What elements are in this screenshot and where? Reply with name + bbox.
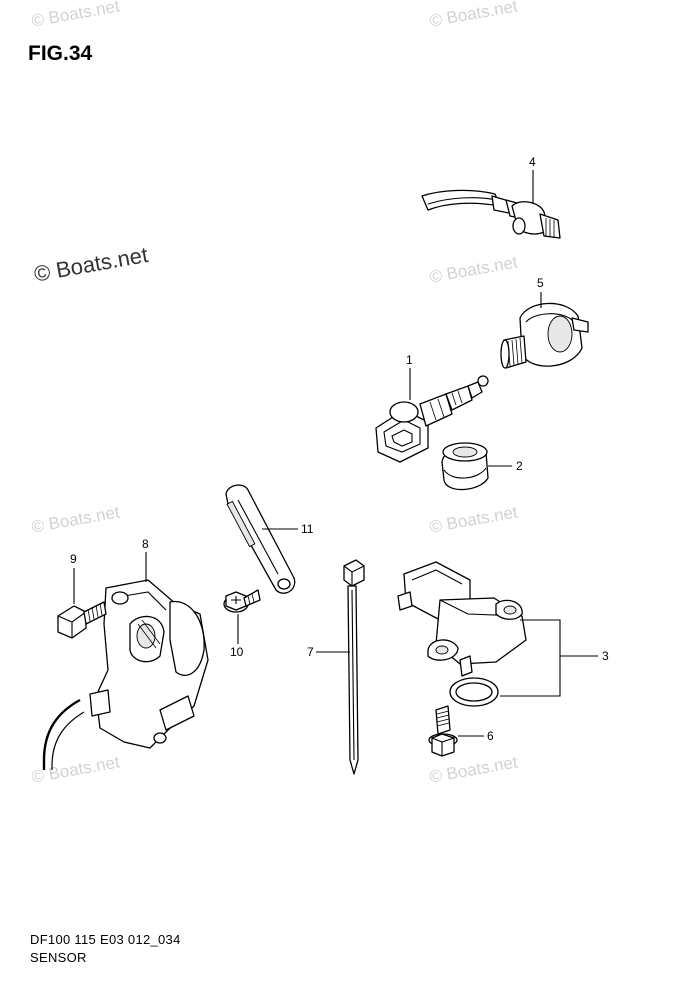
callout-1: 1 bbox=[406, 353, 413, 367]
callout-6: 6 bbox=[487, 729, 494, 743]
part-2-grommet[interactable] bbox=[441, 442, 489, 491]
part-7-cable-tie[interactable] bbox=[343, 559, 365, 775]
part-4-temp-sensor[interactable] bbox=[421, 189, 561, 239]
callout-7: 7 bbox=[307, 645, 314, 659]
callout-11: 11 bbox=[301, 522, 314, 536]
callout-4: 4 bbox=[529, 155, 536, 169]
callout-9: 9 bbox=[70, 552, 77, 566]
section-title: SENSOR bbox=[30, 950, 87, 965]
figure-title: FIG.34 bbox=[28, 42, 93, 65]
callout-5: 5 bbox=[537, 276, 544, 290]
callout-8: 8 bbox=[142, 537, 149, 551]
leader-bracket-3 bbox=[500, 619, 561, 697]
part-8-sensor-bracket[interactable] bbox=[42, 579, 209, 770]
part-9-bolt[interactable] bbox=[57, 601, 107, 639]
callout-10: 10 bbox=[230, 645, 244, 659]
part-5-knock-sensor[interactable] bbox=[500, 302, 589, 369]
part-10-screw[interactable] bbox=[223, 589, 261, 613]
part-1-sensor[interactable] bbox=[375, 375, 489, 463]
model-code: DF100 115 E03 012_034 bbox=[30, 932, 181, 947]
part-3-pressure-sensor[interactable] bbox=[397, 561, 527, 707]
callout-2: 2 bbox=[516, 459, 523, 473]
part-11-strap[interactable] bbox=[225, 484, 296, 594]
part-6-flange-bolt[interactable] bbox=[428, 705, 458, 757]
callout-3: 3 bbox=[602, 649, 609, 663]
